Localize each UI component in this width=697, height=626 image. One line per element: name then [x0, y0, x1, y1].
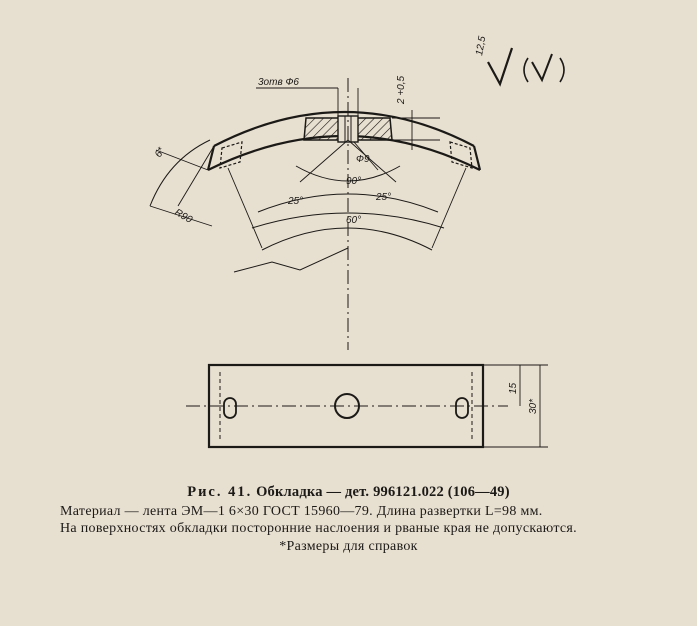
roughness-check-icon: [487, 47, 514, 87]
dim-angle-60-label: 60°: [346, 215, 361, 226]
dim-thickness-label: 6*: [153, 145, 168, 160]
dim-tolerance-label: 2 +0,5: [396, 75, 407, 105]
dim-width-30-label: 30*: [528, 398, 539, 414]
strip-view: [186, 363, 548, 449]
note-surface: На поверхностях обкладки посторонние нас…: [60, 521, 577, 536]
note-reference: *Размеры для справок: [279, 539, 418, 554]
technical-drawing: 12,5: [149, 35, 565, 449]
figure-number: Рис. 41.: [187, 484, 253, 500]
dim-width-15-label: 15: [508, 382, 519, 394]
figure-title: Обкладка — дет. 996121.022 (106—49): [256, 484, 510, 500]
dim-angle-90-label: 90°: [346, 176, 361, 187]
roughness-mark: 12,5: [474, 35, 565, 87]
roughness-value: 12,5: [474, 35, 488, 57]
dim-hole-diameter-label: Ф9: [356, 154, 370, 165]
dim-angle-25-right-label: 25°: [375, 192, 391, 203]
dim-angle-25-left-label: 25°: [287, 196, 303, 207]
dim-radius-label: R90: [173, 207, 195, 226]
note-material: Материал — лента ЭМ—1 6×30 ГОСТ 15960—79…: [60, 504, 543, 519]
dim-holes-label: 3отв Ф6: [258, 77, 299, 88]
figure-caption: Рис. 41. Обкладка — дет. 996121.022 (106…: [0, 484, 697, 501]
arc-part-view: [149, 78, 482, 350]
